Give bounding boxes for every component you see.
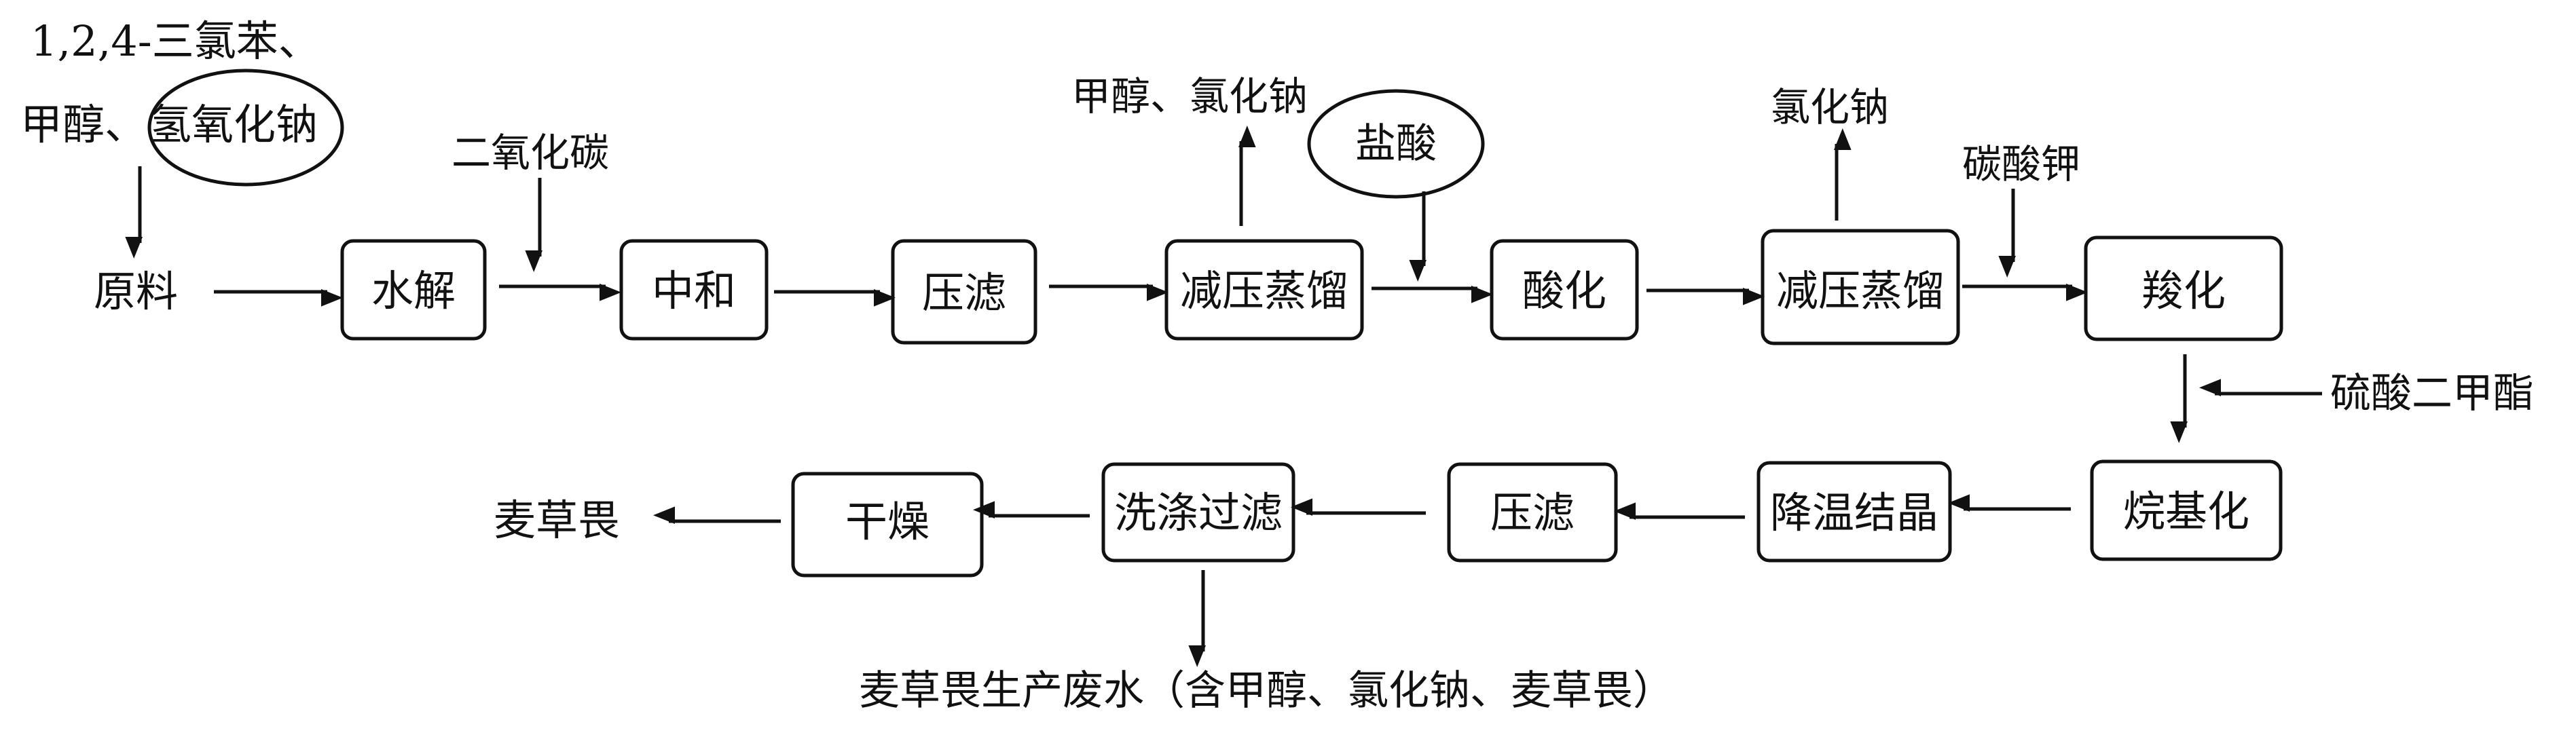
node-raw-material: 原料 (94, 267, 178, 316)
node-alkylation: 烷基化 (2090, 459, 2283, 561)
node-vacuum-distill-2: 减压蒸馏 (1761, 229, 1960, 345)
node-wash-filter: 洗涤过滤 (1101, 462, 1295, 563)
node-acidification: 酸化 (1490, 239, 1639, 341)
node-press-filter-2-label: 压滤 (1490, 488, 1575, 537)
node-drying: 干燥 (791, 472, 984, 578)
node-cooling-crystallization: 降温结晶 (1756, 461, 1952, 563)
node-press-filter-1-label: 压滤 (922, 268, 1006, 318)
node-wash-filter-label: 洗涤过滤 (1114, 488, 1283, 537)
node-cooling-crystallization-label: 降温结晶 (1770, 488, 1938, 537)
node-neutralization-label: 中和 (652, 266, 736, 316)
naoh-highlight-ellipse (147, 69, 344, 187)
co2-input: 二氧化碳 (452, 130, 609, 176)
node-press-filter-2: 压滤 (1447, 462, 1618, 563)
raw-input-line1: 1,2,4-三氯苯、 (31, 16, 320, 66)
methanol-nacl-output: 甲醇、氯化钠 (1071, 73, 1308, 119)
raw-input-naoh: 氢氧化钠 (149, 100, 318, 149)
node-alkylation-label: 烷基化 (2123, 487, 2249, 536)
node-acidification-label: 酸化 (1522, 266, 1606, 316)
hcl-input: 盐酸 (1355, 120, 1437, 168)
nacl-output: 氯化钠 (1771, 84, 1889, 130)
node-drying-label: 干燥 (845, 497, 930, 546)
node-vacuum-distill-1: 减压蒸馏 (1164, 239, 1364, 341)
dimethyl-sulfate-input: 硫酸二甲酯 (2330, 370, 2534, 417)
hcl-ellipse (1307, 89, 1485, 199)
node-carboxylation: 羧化 (2084, 235, 2283, 341)
node-hydrolysis: 水解 (340, 239, 487, 341)
node-carboxylation-label: 羧化 (2141, 266, 2226, 316)
raw-input-line2-prefix: 甲醇、 (20, 100, 147, 149)
node-neutralization: 中和 (619, 239, 769, 341)
node-vacuum-distill-1-label: 减压蒸馏 (1180, 266, 1348, 316)
node-press-filter-1: 压滤 (891, 239, 1037, 345)
node-vacuum-distill-2-label: 减压蒸馏 (1776, 266, 1945, 316)
node-hydrolysis-label: 水解 (371, 266, 456, 316)
k2co3-input: 碳酸钾 (1962, 141, 2080, 187)
wastewater-output: 麦草畏生产废水（含甲醇、氯化钠、麦草畏） (859, 667, 1674, 715)
node-product: 麦草畏 (494, 495, 620, 545)
